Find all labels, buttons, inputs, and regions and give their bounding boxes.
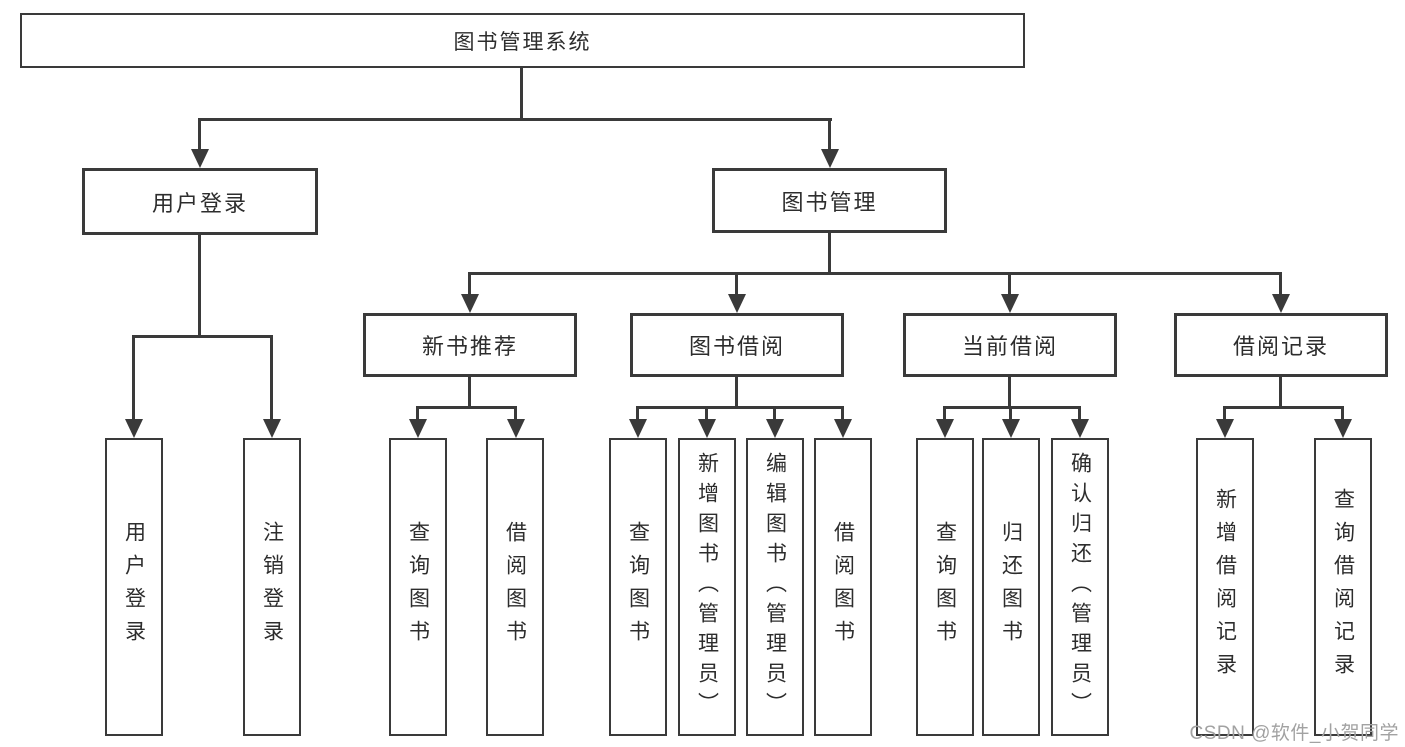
arrow-borrowing-leaf-4 [834,406,852,438]
node-book-management: 图书管理 [712,168,947,233]
arrow-borrowing-leaf-2 [698,406,716,438]
leaf-label: 借阅图书 [503,521,527,653]
arrow-borrowing-leaf-3 [766,406,784,438]
connector-records-hline [1224,406,1344,409]
leaf-label: 查询图书 [626,521,650,653]
connector-root-vline [520,68,523,118]
leaf-logout-login: 注销登录 [243,438,301,736]
node-book-borrowing: 图书借阅 [630,313,844,377]
node-label: 图书借阅 [688,334,785,359]
connector-borrowing-vline [735,377,738,408]
leaf-label: 用户登录 [122,521,146,653]
leaf-return-books: 归还图书 [982,438,1040,736]
arrow-current-leaf-3 [1071,406,1089,438]
leaf-add-borrow-record: 新增借阅记录 [1196,438,1254,736]
node-label: 图书管理系统 [453,30,592,54]
leaf-label: 新增借阅记录 [1213,488,1237,686]
leaf-query-borrow-record: 查询借阅记录 [1314,438,1372,736]
arrow-recommend-leaf-2 [507,406,525,438]
leaf-label: 借阅图书 [831,521,855,653]
leaf-label: 归还图书 [999,521,1023,653]
leaf-borrow-books-borrowing: 借阅图书 [814,438,872,736]
connector-recommend-vline [468,377,471,408]
connector-current-vline [1008,377,1011,408]
arrow-current-leaf-1 [936,406,954,438]
leaf-query-books-borrowing: 查询图书 [609,438,667,736]
leaf-label: 查询图书 [406,521,430,653]
arrow-to-user-login [191,118,209,168]
leaf-query-books-current: 查询图书 [916,438,974,736]
node-current-borrowing: 当前借阅 [903,313,1117,377]
connector-userlogin-vline [198,235,201,335]
leaf-label: 编辑图书（管理员） [763,452,787,722]
leaf-label: 查询借阅记录 [1331,488,1355,686]
arrow-to-logout-leaf [263,335,281,438]
node-label: 当前借阅 [961,334,1058,359]
connector-root-hline [198,118,832,121]
leaf-label: 新增图书（管理员） [695,452,719,722]
node-library-management-system: 图书管理系统 [20,13,1025,68]
arrow-to-user-login-leaf [125,335,143,438]
node-new-book-recommendation: 新书推荐 [363,313,577,377]
node-label: 借阅记录 [1232,334,1329,359]
connector-recommend-hline [417,406,517,409]
leaf-label: 注销登录 [260,521,284,653]
connector-bookmgmt-hline [468,272,1282,275]
arrow-to-current-borrowing [1001,272,1019,313]
node-label: 新书推荐 [421,334,518,359]
leaf-user-login: 用户登录 [105,438,163,736]
arrow-to-new-book-recommendation [461,272,479,313]
leaf-add-book-admin: 新增图书（管理员） [678,438,736,736]
leaf-label: 确认归还（管理员） [1068,452,1092,722]
leaf-query-books-recommend: 查询图书 [389,438,447,736]
node-label: 图书管理 [781,189,878,215]
arrow-to-book-borrowing [728,272,746,313]
leaf-edit-book-admin: 编辑图书（管理员） [746,438,804,736]
node-borrowing-records: 借阅记录 [1174,313,1388,377]
leaf-confirm-return-admin: 确认归还（管理员） [1051,438,1109,736]
arrow-records-leaf-1 [1216,406,1234,438]
arrow-records-leaf-2 [1334,406,1352,438]
arrow-to-borrowing-records [1272,272,1290,313]
watermark-text: CSDN @软件_小贺同学 [1189,723,1399,744]
connector-current-hline [944,406,1081,409]
arrow-current-leaf-2 [1002,406,1020,438]
arrow-to-book-management [821,118,839,168]
arrow-recommend-leaf-1 [409,406,427,438]
leaf-borrow-books-recommend: 借阅图书 [486,438,544,736]
node-user-login: 用户登录 [82,168,318,235]
node-label: 用户登录 [151,190,248,216]
leaf-label: 查询图书 [933,521,957,653]
connector-records-vline [1279,377,1282,408]
connector-bookmgmt-vline [828,233,831,275]
connector-borrowing-hline [637,406,844,409]
arrow-borrowing-leaf-1 [629,406,647,438]
connector-userlogin-hline [133,335,273,338]
